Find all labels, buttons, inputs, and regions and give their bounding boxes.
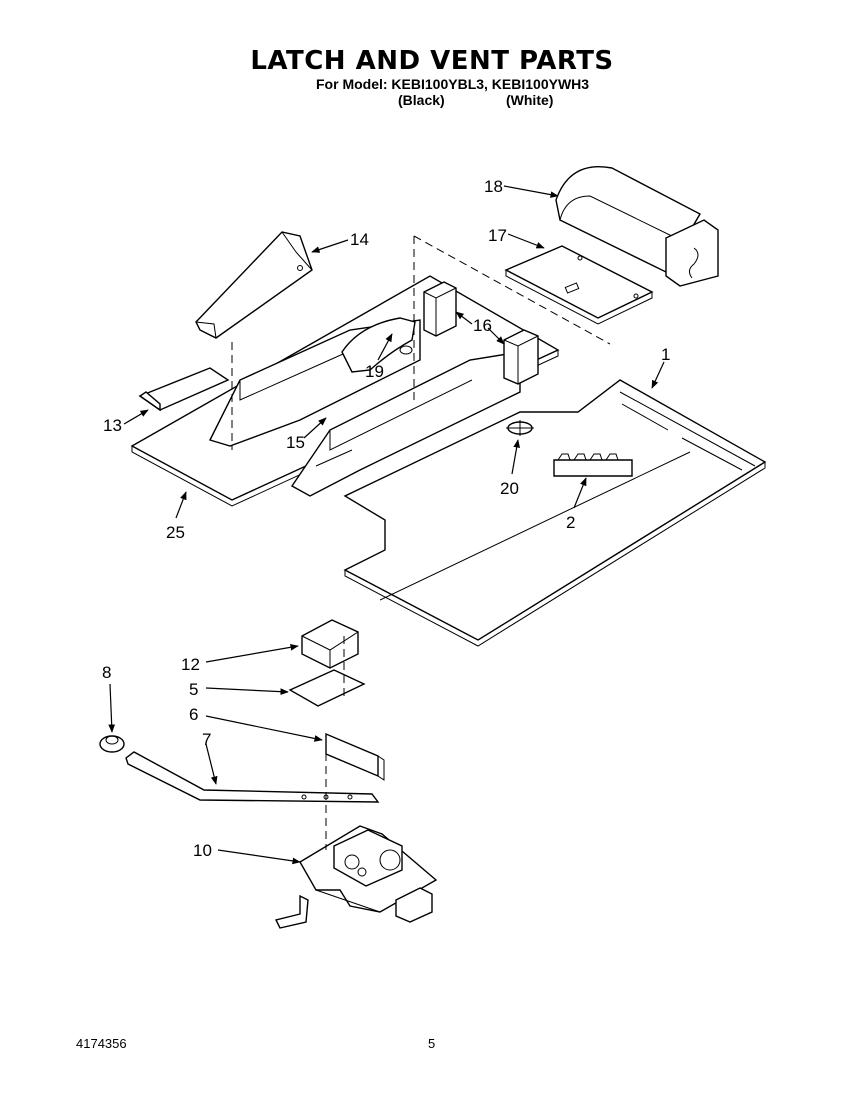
callout-14: 14 [350, 230, 369, 249]
callout-7: 7 [202, 730, 211, 749]
callout-18: 18 [484, 177, 503, 196]
part-13-bracket [138, 367, 230, 412]
callout-6: 6 [189, 705, 198, 724]
callout-25: 25 [166, 523, 185, 542]
part-12-switch [301, 619, 359, 669]
callout-10: 10 [193, 841, 212, 860]
part-6-shield [325, 732, 385, 781]
document-number: 4174356 [76, 1036, 127, 1051]
callout-leaders [108, 185, 665, 865]
part-5-insulator [288, 669, 366, 707]
part-8-knob [99, 735, 125, 753]
part-18-blower-motor [555, 166, 719, 287]
callout-2: 2 [566, 513, 575, 532]
callout-20: 20 [500, 479, 519, 498]
model-numbers: For Model: KEBI100YBL3, KEBI100YWH3 [316, 76, 590, 92]
callout-15: 15 [286, 433, 305, 452]
callout-8: 8 [102, 663, 111, 682]
color-black-label: (Black) [398, 92, 445, 108]
callout-13: 13 [103, 416, 122, 435]
callout-1: 1 [661, 345, 670, 364]
callout-16: 16 [473, 316, 492, 335]
alignment-line-upper-2 [413, 235, 611, 345]
part-17-mounting-plate [504, 245, 654, 325]
part-7-latch-arm [125, 751, 380, 803]
color-white-label: (White) [506, 92, 554, 108]
callout-5: 5 [189, 680, 198, 699]
page-number: 5 [428, 1036, 436, 1051]
part-16-vent-blocks [423, 281, 539, 385]
callout-17: 17 [488, 226, 507, 245]
part-1-base-panel [343, 379, 767, 647]
part-2-terminal-block [553, 453, 633, 477]
part-10-latch-mechanism [274, 825, 438, 929]
part-20-clip [506, 420, 534, 436]
callout-12: 12 [181, 655, 200, 674]
page-title: LATCH AND VENT PARTS [250, 46, 614, 76]
callout-19: 19 [365, 362, 384, 381]
part-14-vent-deflector [195, 231, 313, 339]
